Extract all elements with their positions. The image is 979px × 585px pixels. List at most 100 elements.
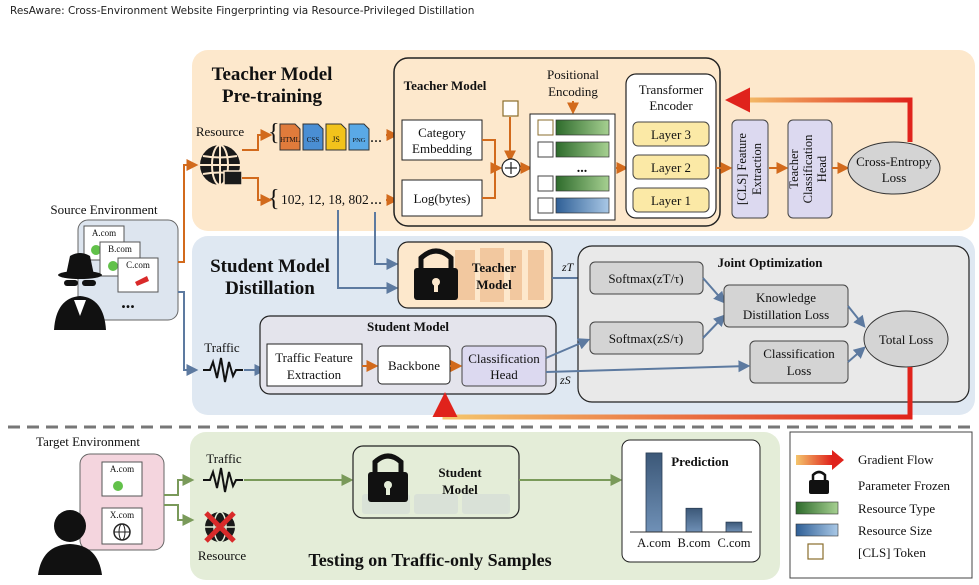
- test-traffic-wave-icon: [203, 467, 243, 493]
- cls-feature-box: [731, 119, 769, 219]
- add-operator: [501, 158, 521, 178]
- svg-text:Log(bytes): Log(bytes): [413, 191, 470, 206]
- svg-text:Model: Model: [442, 482, 478, 497]
- teacher-pretrain-subtitle: Pre-training: [222, 86, 322, 107]
- target-env-box: [79, 453, 165, 551]
- js-file-icon: JS: [325, 123, 347, 151]
- page-title: ResAware: Cross-Environment Website Fing…: [10, 5, 475, 17]
- legend-cls-swatch: [807, 543, 824, 560]
- globe-icon: [200, 144, 243, 186]
- distillation-subtitle: Distillation: [225, 278, 315, 299]
- svg-text:...: ...: [577, 161, 588, 176]
- svg-text:A.com: A.com: [110, 464, 134, 474]
- prediction-bar-1: [685, 507, 703, 533]
- svg-text:{: {: [268, 120, 280, 146]
- prediction-bar-label-2: C.com: [718, 536, 751, 550]
- legend-type-swatch: [795, 501, 839, 515]
- attacker-spy-icon: [54, 253, 106, 330]
- svg-text:Student Model: Student Model: [367, 319, 449, 334]
- svg-text:Teacher: Teacher: [787, 148, 801, 188]
- svg-text:{: {: [268, 186, 280, 212]
- legend-size-label: Resource Size: [858, 523, 932, 538]
- testing-title: Testing on Traffic-only Samples: [308, 550, 551, 570]
- z-s-label: zS: [559, 373, 571, 387]
- svg-text:Traffic Feature: Traffic Feature: [275, 350, 353, 365]
- prediction-bar-2: [725, 521, 743, 533]
- svg-text:B.com: B.com: [108, 244, 132, 254]
- svg-text:Head: Head: [815, 155, 829, 182]
- css-file-icon: CSS: [302, 123, 324, 151]
- legend-gradient-label: Gradient Flow: [858, 452, 934, 467]
- legend-lock-label: Parameter Frozen: [858, 478, 951, 493]
- svg-text:Teacher: Teacher: [472, 260, 517, 275]
- site-card-c: C.com: [117, 257, 159, 293]
- html-file-icon: HTML: [279, 123, 301, 151]
- svg-text:Encoding: Encoding: [548, 84, 598, 99]
- cross-entropy-loss: [847, 141, 941, 195]
- svg-text:Category: Category: [418, 125, 466, 140]
- svg-text:Loss: Loss: [787, 363, 812, 378]
- svg-text:Backbone: Backbone: [388, 358, 440, 373]
- svg-text:...: ...: [370, 191, 382, 208]
- traffic-wave-icon: [203, 357, 243, 383]
- svg-text:Extraction: Extraction: [287, 367, 342, 382]
- layer-2-box: [632, 154, 710, 180]
- svg-text:Total Loss: Total Loss: [879, 332, 933, 347]
- z-t-label: zT: [561, 260, 575, 274]
- svg-text:Classification: Classification: [468, 351, 540, 366]
- svg-text:Knowledge: Knowledge: [756, 290, 816, 305]
- total-loss: [863, 310, 949, 368]
- test-traffic-label: Traffic: [206, 451, 242, 466]
- svg-text:X.com: X.com: [110, 510, 134, 520]
- test-resource-label: Resource: [198, 548, 247, 563]
- traffic-label: Traffic: [204, 340, 240, 355]
- user-icon: [38, 510, 102, 575]
- svg-text:Cross-Entropy: Cross-Entropy: [856, 154, 932, 169]
- svg-text:HTML: HTML: [280, 136, 300, 144]
- resource-label: Resource: [196, 124, 245, 139]
- prediction-bar-0: [645, 452, 663, 533]
- layer-1-box: [632, 187, 710, 213]
- teacher-pretrain-title: Teacher Model: [212, 64, 333, 85]
- legend-lock-icon: [809, 470, 829, 494]
- svg-text:Joint Optimization: Joint Optimization: [717, 255, 823, 270]
- prediction-bars: A.com B.com C.com: [630, 452, 752, 550]
- svg-text:Layer 1: Layer 1: [651, 193, 691, 208]
- svg-text:Model: Model: [476, 277, 512, 292]
- svg-text:Classification: Classification: [801, 134, 815, 203]
- svg-text:...: ...: [370, 129, 382, 146]
- svg-text:Extraction: Extraction: [750, 142, 764, 195]
- svg-text:Student: Student: [438, 465, 482, 480]
- target-site-x: X.com: [101, 507, 143, 545]
- svg-text:Classification: Classification: [763, 346, 835, 361]
- distillation-title: Student Model: [210, 256, 330, 277]
- svg-text:Layer 3: Layer 3: [651, 127, 691, 142]
- legend-size-swatch: [795, 523, 839, 537]
- student-class-head-box: [461, 345, 547, 387]
- svg-text:CSS: CSS: [307, 136, 320, 144]
- target-site-a: A.com: [101, 461, 143, 497]
- svg-text:...: ...: [121, 292, 135, 312]
- legend-gradient-swatch: [796, 450, 844, 470]
- png-file-icon: PNG: [348, 123, 370, 151]
- svg-text:JS: JS: [332, 135, 340, 144]
- svg-text:Loss: Loss: [882, 170, 907, 185]
- category-embedding-box: [401, 119, 483, 161]
- svg-text:[CLS] Feature: [CLS] Feature: [735, 133, 749, 205]
- resource-sizes: 102, 12, 18, 802: [281, 192, 369, 207]
- svg-text:Embedding: Embedding: [412, 141, 472, 156]
- svg-text:Layer 2: Layer 2: [651, 160, 691, 175]
- teacher-gradient-flow: [725, 87, 913, 142]
- lock-icon: [414, 248, 458, 300]
- traffic-feature-box: [266, 343, 363, 387]
- teacher-model-label: Teacher Model: [404, 78, 487, 93]
- prediction-title: Prediction: [671, 454, 729, 469]
- cls-token-square: [502, 100, 519, 117]
- layer-3-box: [632, 121, 710, 147]
- resource-blocked-icon: [204, 511, 236, 543]
- prediction-bar-label-0: A.com: [637, 536, 671, 550]
- svg-text:PNG: PNG: [352, 137, 365, 144]
- prediction-bar-label-1: B.com: [678, 536, 711, 550]
- target-env-label: Target Environment: [36, 434, 140, 449]
